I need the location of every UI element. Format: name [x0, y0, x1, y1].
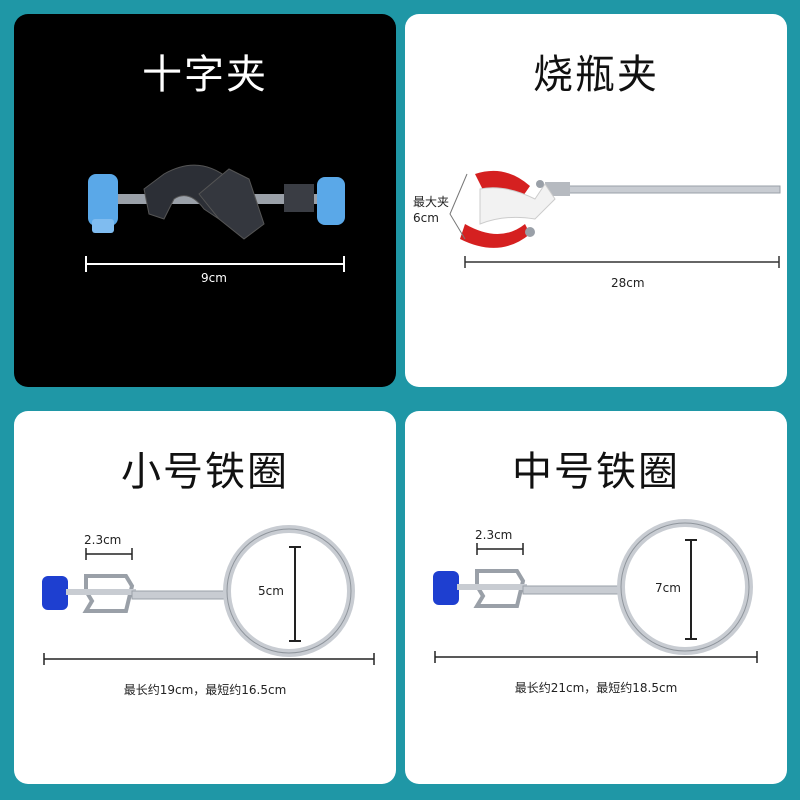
screw-width-label: 2.3cm — [84, 533, 122, 547]
panel-title: 小号铁圈 — [121, 449, 289, 495]
screw-width-label: 2.3cm — [475, 528, 513, 542]
length-label: 9cm — [201, 271, 227, 285]
ring-diameter-label: 5cm — [258, 584, 284, 598]
ring-diameter-label: 7cm — [655, 581, 681, 595]
flask-clamp-image — [449, 170, 781, 268]
panel-medium-ring: 中号铁圈 2.3cm 7cm 最长约21cm，最短约18.5cm — [405, 411, 787, 784]
panel-title: 烧瓶夹 — [533, 52, 659, 98]
small-ring-image — [42, 525, 375, 665]
panel-cross-clamp: 十字夹 9cm — [14, 14, 396, 387]
panel-title: 中号铁圈 — [512, 449, 680, 495]
panel-title: 十字夹 — [142, 52, 268, 98]
cross-clamp-image — [85, 164, 345, 272]
length-caption: 最长约19cm，最短约16.5cm — [123, 683, 287, 697]
panel-small-ring: 小号铁圈 2.3cm 5cm 最长约19cm，最短约16.5cm — [14, 411, 396, 784]
length-label: 28cm — [611, 276, 645, 290]
knob-icon — [433, 571, 459, 605]
max-open-label-1: 最大夹 — [413, 195, 450, 209]
panel-flask-clamp: 烧瓶夹 最大夹 6cm 28cm — [405, 14, 787, 387]
left-knob-icon — [88, 174, 118, 226]
medium-ring-image — [433, 519, 758, 663]
max-open-label-2: 6cm — [413, 211, 439, 225]
knob-icon — [42, 576, 68, 610]
length-caption: 最长约21cm，最短约18.5cm — [514, 681, 678, 695]
right-knob-icon — [317, 177, 345, 225]
